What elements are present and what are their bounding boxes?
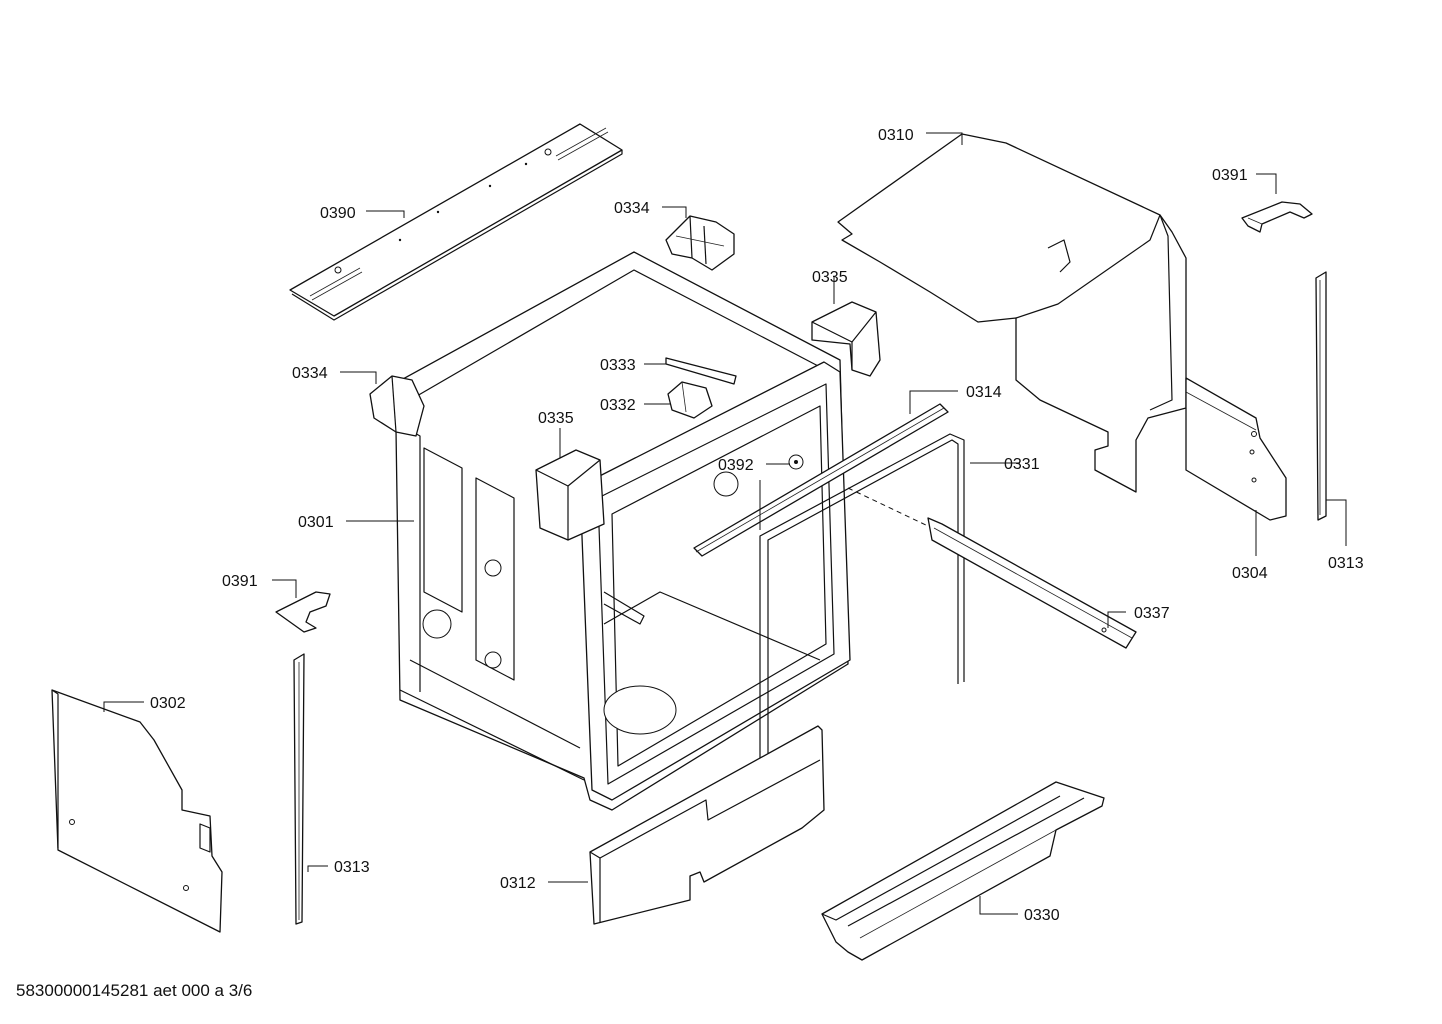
label-0313-left: 0313 (334, 859, 370, 876)
part-0334-top-clip (665, 215, 735, 271)
label-0301: 0301 (298, 514, 334, 531)
part-0331-seal (759, 433, 965, 798)
part-0334-left-clip (369, 375, 425, 437)
label-0310: 0310 (878, 127, 914, 144)
label-0334-left: 0334 (292, 365, 328, 382)
alignment-dashed-line (847, 487, 929, 527)
part-0301-tub (371, 251, 851, 811)
label-0331: 0331 (1004, 456, 1040, 473)
part-0333-latch-bar (665, 357, 737, 385)
label-0335-right: 0335 (812, 269, 848, 286)
label-0334-top: 0334 (614, 200, 650, 217)
label-0335-left: 0335 (538, 410, 574, 427)
label-0312: 0312 (500, 875, 536, 892)
label-0392: 0392 (718, 457, 754, 474)
label-0337: 0337 (1134, 605, 1170, 622)
label-0302: 0302 (150, 695, 186, 712)
part-0392-roller (788, 454, 804, 470)
part-0335-left-block (535, 449, 605, 541)
label-0333: 0333 (600, 357, 636, 374)
label-0313-right: 0313 (1328, 555, 1364, 572)
label-0330: 0330 (1024, 907, 1060, 924)
label-0391-right: 0391 (1212, 167, 1248, 184)
part-0330-base-trim (821, 781, 1105, 961)
part-0313-right-strip (1315, 271, 1327, 521)
part-0312-kick-plate (589, 725, 825, 925)
part-0310-cover-sheet (837, 133, 1187, 493)
label-0332: 0332 (600, 397, 636, 414)
part-0391-left-bracket (275, 591, 331, 633)
label-0314: 0314 (966, 384, 1002, 401)
part-labels: 0390 0334 0310 0391 0335 0334 0333 0332 … (150, 127, 1364, 924)
document-code: 58300000145281 aet 000 a 3/6 (16, 981, 253, 1000)
part-0391-right-bracket (1241, 201, 1313, 233)
part-0304-side-rail (1185, 377, 1287, 521)
label-0304: 0304 (1232, 565, 1268, 582)
label-0390: 0390 (320, 205, 356, 222)
part-0335-right-block (811, 301, 881, 377)
leader-lines (103, 132, 1347, 915)
part-0314-cross-rail (693, 403, 949, 557)
part-0390-top-plate (289, 123, 623, 321)
label-0391-left: 0391 (222, 573, 258, 590)
part-0332-lock (667, 381, 713, 419)
part-0337-lower-rail (927, 517, 1137, 649)
part-0313-left-strip (293, 653, 305, 925)
part-0302-side-panel (51, 689, 223, 933)
